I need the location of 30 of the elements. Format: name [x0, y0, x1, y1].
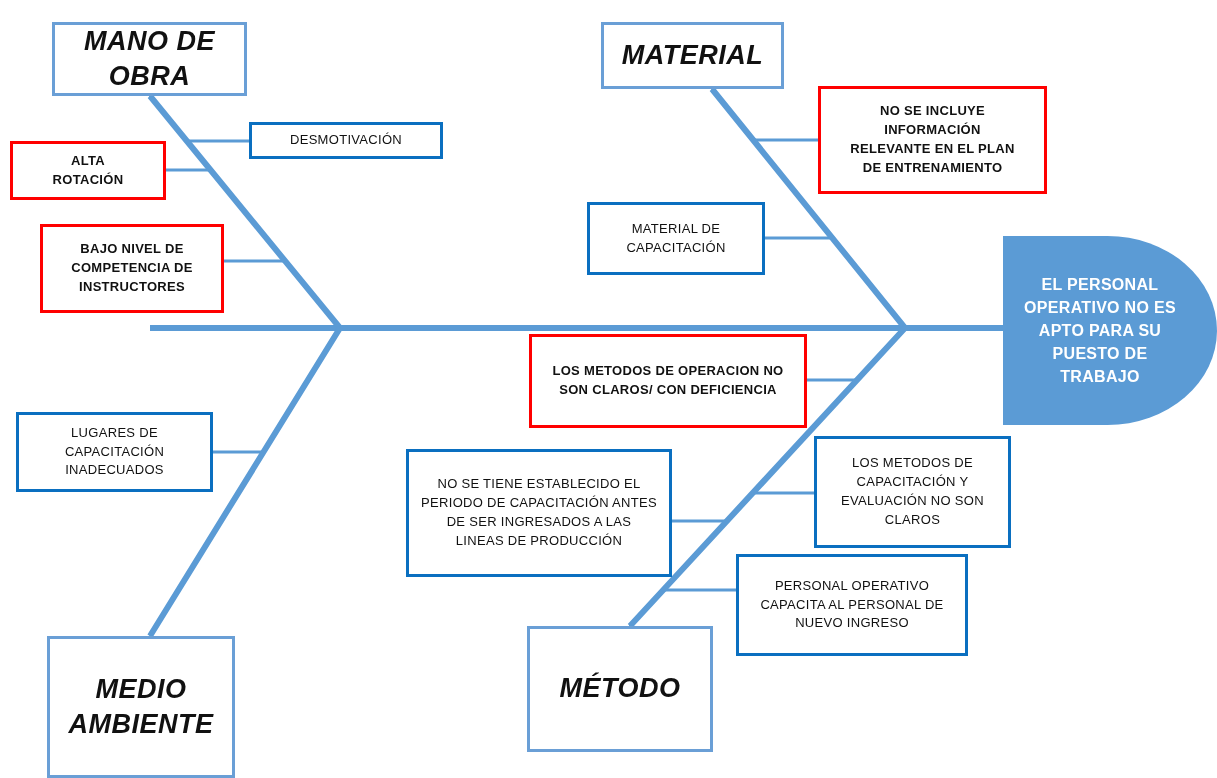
box-label: LUGARES DE CAPACITACIÓN INADECUADOS [63, 423, 166, 480]
box-label: LOS METODOS DE OPERACION NO SON CLAROS/ CON DEFICIENCIA [551, 362, 785, 399]
box-label: ALTA ROTACIÓN [51, 151, 125, 189]
cause-box [406, 449, 672, 577]
box-label: LOS METODOS DE CAPACITACIÓN Y EVALUACIÓN NO SON CLAROS [840, 454, 985, 529]
cause-box [529, 334, 807, 428]
box-label: MEDIO AMBIENTE [67, 672, 215, 741]
category-box [527, 626, 713, 752]
category-box [52, 22, 247, 96]
box-label: BAJO NIVEL DE COMPETENCIA DE INSTRUCTORES [70, 240, 194, 296]
category-box [601, 22, 784, 89]
cause-box [736, 554, 968, 656]
category-box [47, 636, 235, 778]
box-label: DESMOTIVACIÓN [290, 131, 402, 150]
box-label: MANO DE OBRA [83, 24, 216, 93]
box-label: PERSONAL OPERATIVO CAPACITA AL PERSONAL DE NUEVO INGRESO [759, 576, 945, 633]
problem-head [1003, 236, 1217, 425]
cause-box [16, 412, 213, 492]
box-label: NO SE INCLUYE INFORMACIÓN RELEVANTE EN EL PLAN DE ENTRENAMIENTO [849, 102, 1016, 177]
cause-box [10, 141, 166, 200]
cause-box [587, 202, 765, 275]
box-label: MÉTODO [559, 671, 681, 706]
cause-box [818, 86, 1047, 194]
box-label: EL PERSONAL OPERATIVO NO ES APTO PARA SU PUESTO DE TRABAJO [1023, 274, 1177, 388]
box-label: MATERIAL [621, 38, 764, 72]
box-label: NO SE TIENE ESTABLECIDO EL PERIODO DE CAPACITACIÓN ANTES DE SER INGRESADOS A LAS LINEAS DE PRODUCCIÓN [421, 475, 657, 550]
cause-box [40, 224, 224, 313]
box-label: MATERIAL DE CAPACITACIÓN [625, 219, 727, 257]
cause-box [249, 122, 443, 159]
cause-box [814, 436, 1011, 548]
